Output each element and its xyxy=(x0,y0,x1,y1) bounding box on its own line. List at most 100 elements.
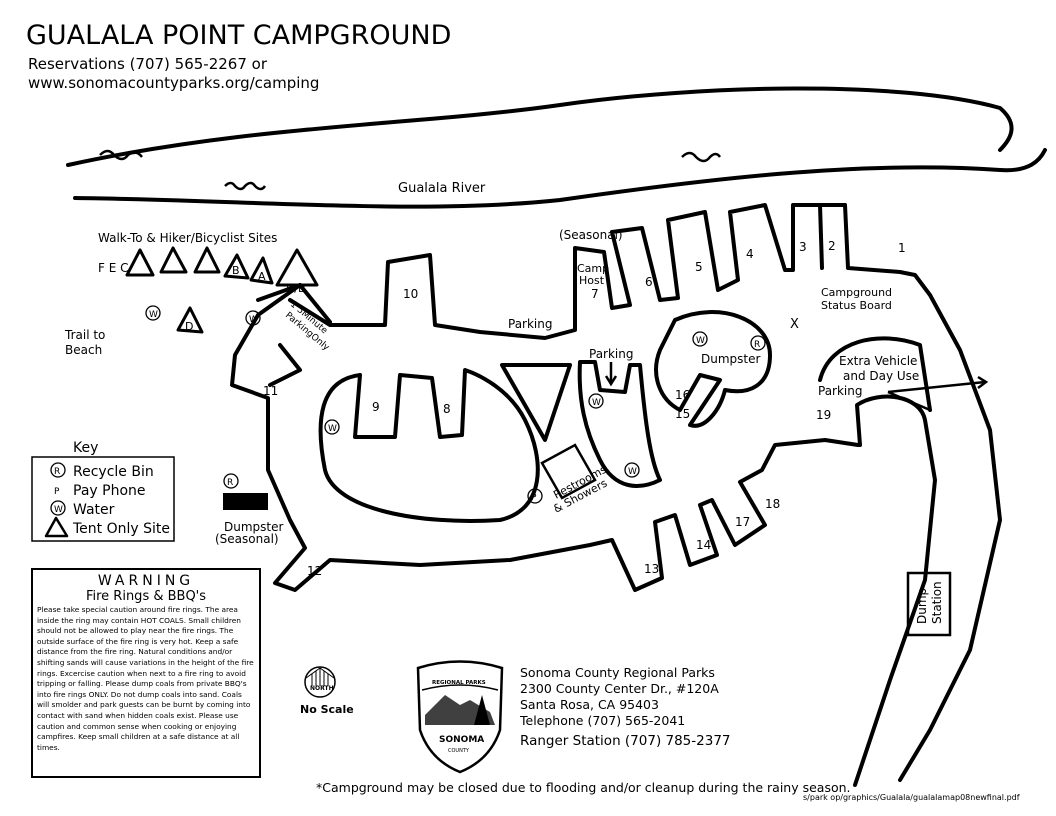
site-17: 17 xyxy=(735,515,750,529)
camp-host-label: Camp xyxy=(577,262,609,275)
station-label: Station xyxy=(930,581,944,624)
key-box xyxy=(31,456,175,542)
site-3: 3 xyxy=(799,240,807,254)
website: www.sonomacountyparks.org/camping xyxy=(28,74,320,92)
river-bank-south xyxy=(73,148,1047,209)
warning-body: Please take special caution around fire … xyxy=(37,605,254,752)
dumpster-seasonal-label: Dumpster xyxy=(224,520,283,534)
svg-text:W: W xyxy=(696,336,705,346)
water-icon: W xyxy=(245,310,261,326)
dump-label: Dump xyxy=(915,588,929,624)
page-title: GUALALA POINT CAMPGROUND xyxy=(26,20,452,51)
seasonal-label: (Seasonal) xyxy=(559,228,623,242)
site-2: 2 xyxy=(828,239,836,253)
site-18: 18 xyxy=(765,497,780,511)
site-1: 1 xyxy=(898,241,906,255)
extra-vehicle-label: Extra Vehicle xyxy=(839,354,917,368)
beach-label: Beach xyxy=(65,343,102,357)
north-arrow-icon: NORTH xyxy=(304,666,336,698)
closure-note: *Campground may be closed due to floodin… xyxy=(316,780,851,795)
recycle-icon: R xyxy=(750,335,766,351)
status-board-label-2: Status Board xyxy=(821,299,892,312)
svg-text:W: W xyxy=(249,315,258,325)
walk-to-sites-label: Walk-To & Hiker/Bicyclist Sites xyxy=(98,231,277,245)
campground-road-lower xyxy=(230,283,860,592)
svg-text:R: R xyxy=(227,478,233,488)
center-island xyxy=(577,360,662,488)
svg-text:P: P xyxy=(531,493,537,503)
sites-fec-label: F E C xyxy=(98,261,129,275)
water-icon: W xyxy=(624,462,640,478)
site-5: 5 xyxy=(695,260,703,274)
street-address: 2300 County Center Dr., #120A xyxy=(520,681,719,696)
camp-host-label-2: Host xyxy=(579,274,605,287)
contact-info: Sonoma County Regional Parks 2300 County… xyxy=(520,665,731,749)
status-board-label: Campground xyxy=(821,286,892,299)
day-use-label: and Day Use xyxy=(843,369,919,383)
pay-phone-icon: P xyxy=(527,488,543,504)
water-icons: W W W W W W xyxy=(145,305,708,478)
svg-text:COUNTY: COUNTY xyxy=(448,748,470,754)
svg-text:W: W xyxy=(328,424,337,434)
site-d: D xyxy=(185,320,193,333)
extra-parking-label: Parking xyxy=(818,384,863,398)
site-7: 7 xyxy=(591,287,599,301)
svg-text:W: W xyxy=(54,505,63,515)
svg-text:W: W xyxy=(592,398,601,408)
recycle-icon xyxy=(50,462,66,478)
recycle-icon: R xyxy=(223,473,239,489)
triangle-island xyxy=(500,363,572,442)
dumpster-island xyxy=(654,310,772,428)
tent-site-icons xyxy=(125,246,319,334)
water-icon: W xyxy=(588,393,604,409)
svg-text:R: R xyxy=(754,340,760,350)
trail-label: Trail to xyxy=(64,328,105,342)
warning-subtitle: Fire Rings & BBQ's xyxy=(85,589,207,604)
site-b: B xyxy=(232,264,240,277)
ranger-station: Ranger Station (707) 785-2377 xyxy=(520,733,731,749)
site-13: 13 xyxy=(644,562,659,576)
water-wave-icons xyxy=(99,149,722,191)
dumpster-seasonal-label-2: (Seasonal) xyxy=(215,532,279,546)
site-12: 12 xyxy=(307,564,322,578)
site-10: 10 xyxy=(403,287,418,301)
key-water-label: Water xyxy=(73,502,115,518)
left-island xyxy=(318,368,540,523)
key-recycle-label: Recycle Bin xyxy=(73,464,154,480)
parking-arrow xyxy=(604,362,618,387)
site-1-bay xyxy=(818,203,847,270)
key-title: Key xyxy=(73,440,98,456)
reservations-phone: Reservations (707) 565-2267 or xyxy=(28,55,268,73)
river-label: Gualala River xyxy=(398,181,486,196)
water-icon: W xyxy=(145,305,161,321)
site-16: 16 xyxy=(675,388,690,402)
site-a: A xyxy=(258,270,266,283)
site-hb: H/B xyxy=(286,282,306,295)
site-4: 4 xyxy=(746,247,754,261)
telephone: Telephone (707) 565-2041 xyxy=(520,713,686,728)
water-icon: W xyxy=(692,331,708,347)
restroom-building xyxy=(540,443,597,500)
site-19: 19 xyxy=(816,408,831,422)
svg-text:NORTH: NORTH xyxy=(310,685,334,692)
file-path: s/park op/graphics/Gualala/gualalamap08n… xyxy=(803,793,1020,802)
dumpster-label: Dumpster xyxy=(701,352,760,366)
status-board-marker: X xyxy=(790,317,799,332)
dump-station xyxy=(906,571,952,637)
campground-road-outer xyxy=(288,203,1002,782)
fire-ring-warning: WARNING Fire Rings & BBQ's Please take s… xyxy=(31,568,261,778)
river-bank-north xyxy=(66,86,1014,167)
water-icon xyxy=(50,500,66,516)
svg-text:W: W xyxy=(149,310,158,320)
key-phone-label: Pay Phone xyxy=(73,483,146,499)
key-tent-label: Tent Only Site xyxy=(72,521,170,537)
city-address: Santa Rosa, CA 95403 xyxy=(520,697,659,712)
no-scale-label: No Scale xyxy=(300,703,354,716)
tent-icon xyxy=(44,516,69,538)
site-14: 14 xyxy=(696,538,711,552)
site-15: 15 xyxy=(675,407,690,421)
svg-text:REGIONAL PARKS: REGIONAL PARKS xyxy=(432,680,486,686)
extra-parking-arrow xyxy=(887,375,989,412)
pay-phone-icon: P xyxy=(54,487,60,497)
